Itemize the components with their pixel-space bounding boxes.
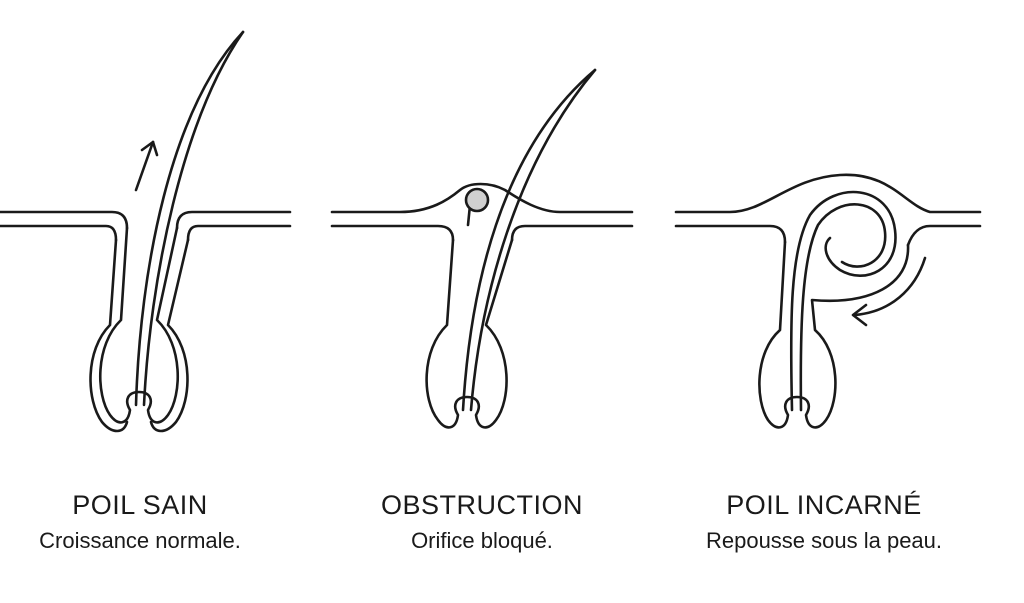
blocking-plug-icon [464, 187, 490, 213]
caption-subtitle: Orifice bloqué. [411, 528, 553, 553]
follicle-outline [758, 240, 910, 429]
caption-subtitle: Repousse sous la peau. [705, 528, 943, 553]
follicle-outline [89, 226, 190, 433]
caption-obstruction: OBSTRUCTION Orifice bloqué. [322, 488, 642, 556]
skin-surface [330, 182, 634, 242]
hair-shaft [461, 68, 597, 412]
skin-surface [0, 210, 292, 242]
caption-title: POIL SAIN [72, 490, 208, 520]
panel-obstruction [330, 68, 634, 429]
hair-shaft [134, 30, 245, 407]
caption-title: POIL INCARNÉ [726, 490, 922, 520]
caption-title: OBSTRUCTION [380, 490, 583, 520]
caption-subtitle: Croissance normale. [39, 528, 241, 553]
follicle-outline [425, 238, 514, 429]
skin-surface [674, 173, 982, 247]
curled-hair [789, 190, 897, 412]
growth-arrow-icon [134, 140, 159, 192]
panel-healthy [0, 30, 292, 433]
panel-ingrown [674, 173, 982, 429]
caption-healthy: POIL SAIN Croissance normale. [0, 488, 300, 556]
regrowth-arrow-icon [851, 256, 927, 327]
caption-ingrown: POIL INCARNÉ Repousse sous la peau. [664, 488, 984, 556]
